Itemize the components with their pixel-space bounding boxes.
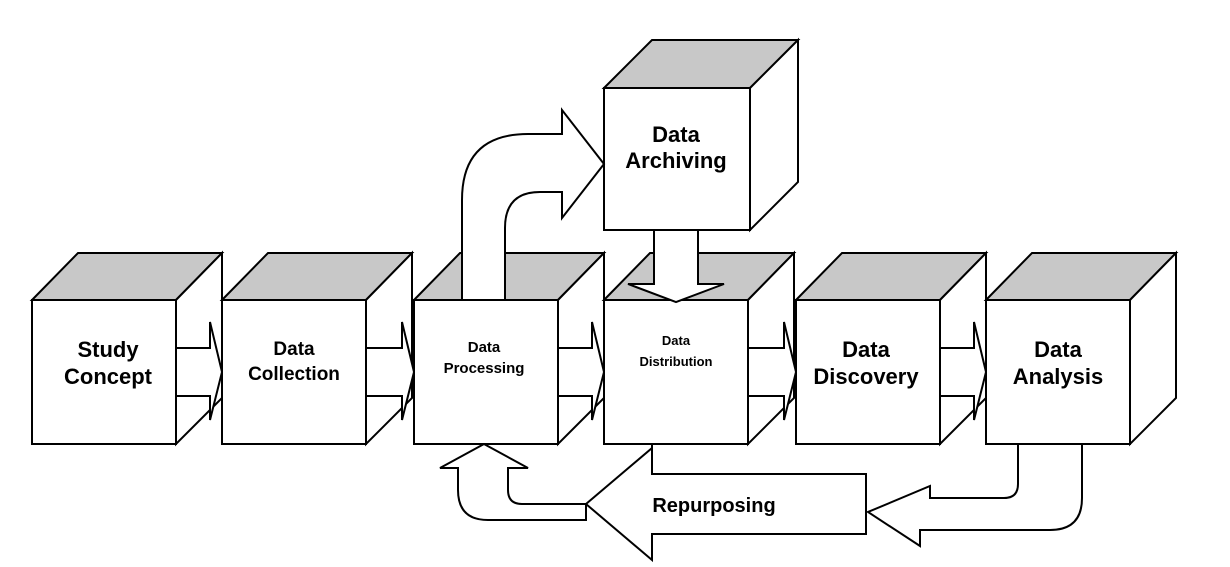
arrow-processing-to-distribution xyxy=(557,321,606,421)
arrow-discovery-to-analysis xyxy=(939,321,988,421)
cube-data-archiving: Data Archiving xyxy=(601,37,801,233)
arrow-collection-to-processing xyxy=(365,321,416,421)
arrow-archiving-to-distribution xyxy=(627,229,725,304)
arrow-concept-to-collection xyxy=(175,321,224,421)
data-collection-line1: Data xyxy=(273,339,315,360)
data-distribution-line1: Data xyxy=(662,333,691,348)
data-analysis-line2: Analysis xyxy=(1013,364,1104,389)
arrow-distribution-to-discovery xyxy=(747,321,798,421)
data-distribution-line2: Distribution xyxy=(640,354,713,369)
arrow-repurposing-body xyxy=(584,444,867,563)
arrow-analysis-return xyxy=(865,443,1083,548)
repurposing-arrows xyxy=(439,442,1083,563)
data-archiving-line1: Data xyxy=(652,122,700,147)
data-analysis-line1: Data xyxy=(1034,337,1082,362)
data-processing-line1: Data xyxy=(468,339,501,356)
cube-data-analysis: Data Analysis xyxy=(983,250,1179,447)
connector-arrows xyxy=(175,321,988,421)
data-processing-line2: Processing xyxy=(444,360,525,377)
repurposing-label: Repurposing xyxy=(652,495,775,517)
arrow-return-to-processing xyxy=(439,442,587,521)
data-archiving-line2: Archiving xyxy=(625,148,726,173)
data-discovery-line2: Discovery xyxy=(813,364,919,389)
study-concept-line2: Concept xyxy=(64,364,153,389)
study-concept-line1: Study xyxy=(77,337,139,362)
data-collection-line2: Collection xyxy=(248,364,340,385)
data-discovery-line1: Data xyxy=(842,337,890,362)
arrow-processing-to-archiving xyxy=(461,107,606,301)
